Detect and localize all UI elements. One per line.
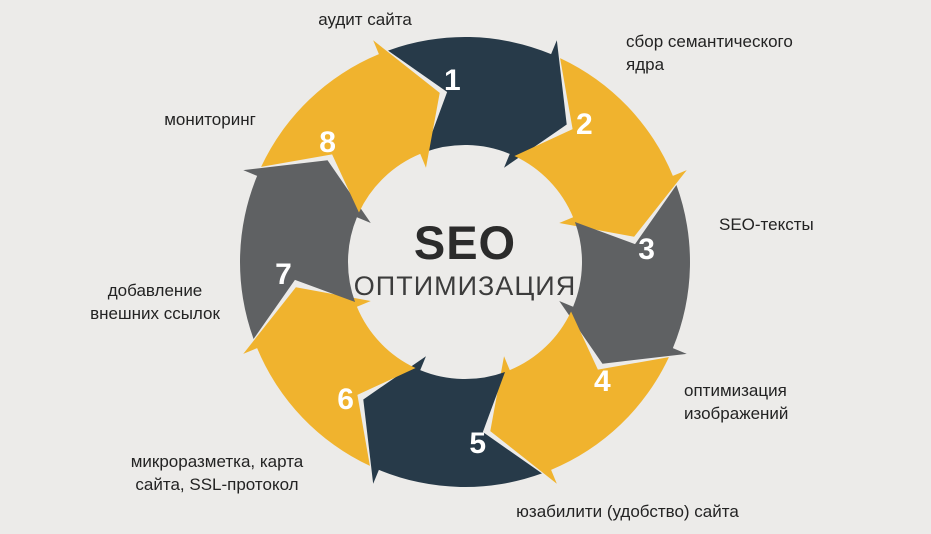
segment-arrow-2 bbox=[514, 58, 687, 237]
label-microdata-sitemap-ssl: микроразметка, карта сайта, SSL-протокол bbox=[130, 452, 304, 494]
segment-arrow-7 bbox=[240, 160, 371, 339]
center-title: SEO bbox=[413, 215, 517, 269]
center-title-group: SEO ОПТИМИЗАЦИЯ bbox=[353, 215, 577, 302]
segment-number-3: 3 bbox=[638, 233, 655, 266]
segment-number-7: 7 bbox=[275, 258, 292, 291]
segment-arrow-6 bbox=[243, 287, 416, 466]
segment-arrow-4 bbox=[490, 311, 669, 484]
segment-number-1: 1 bbox=[444, 64, 461, 97]
segment-number-6: 6 bbox=[337, 383, 354, 416]
segment-arrow-5 bbox=[363, 356, 542, 487]
label-usability: юзабилити (удобство) сайта bbox=[516, 502, 739, 521]
segment-number-8: 8 bbox=[319, 126, 336, 159]
segment-number-4: 4 bbox=[594, 365, 611, 398]
label-seo-texts: SEO-тексты bbox=[719, 215, 814, 234]
label-semantic-core: сбор семантического ядра bbox=[626, 32, 793, 74]
segment-number-2: 2 bbox=[576, 108, 593, 141]
label-image-optimization: оптимизация изображений bbox=[684, 381, 789, 423]
center-subtitle: ОПТИМИЗАЦИЯ bbox=[353, 271, 577, 302]
label-external-links: добавление внешних ссылок bbox=[90, 281, 220, 323]
segment-arrow-1 bbox=[388, 37, 567, 168]
label-site-audit: аудит сайта bbox=[318, 10, 412, 29]
segment-arrow-3 bbox=[559, 185, 690, 364]
segment-number-5: 5 bbox=[469, 427, 486, 460]
label-monitoring: мониторинг bbox=[164, 110, 256, 129]
segment-arrow-8 bbox=[261, 40, 440, 213]
